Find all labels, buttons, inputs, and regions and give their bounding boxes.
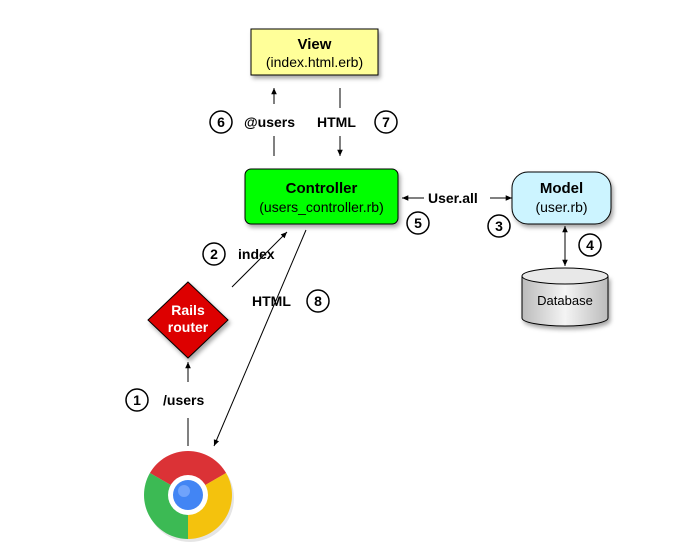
model-title: Model [540,180,583,197]
step-8-number: 8 [314,293,322,309]
step-3-badge: 3 [487,214,511,238]
step-1-number: 1 [133,392,141,408]
view-subtitle: (index.html.erb) [266,54,363,70]
html-response-arrow [213,229,307,447]
step-2-badge: 2 [202,242,226,266]
router-label-line2: router [168,319,209,335]
model-subtitle: (user.rb) [535,199,587,215]
database-cylinder [521,276,609,327]
step-5-number: 5 [414,215,422,231]
user-all-label: User.all [428,190,478,206]
view-box [250,28,379,76]
step-8-badge: 8 [306,289,330,313]
model-node: Model (user.rb) [511,171,612,225]
controller-title: Controller [286,180,358,197]
router-diamond [147,281,229,359]
controller-box [244,168,399,225]
router-node: Rails router [147,281,229,359]
step-4-number: 4 [586,237,594,253]
html-view-label: HTML [317,114,356,130]
step-2-number: 2 [210,246,218,262]
connectors [185,88,568,447]
controller-subtitle: (users_controller.rb) [259,199,384,215]
database-node: Database [521,267,609,327]
database-label: Database [537,293,593,308]
step-5-badge: 5 [406,211,430,235]
database-cylinder-top [521,267,609,285]
step-3-number: 3 [495,218,503,234]
step-6-number: 6 [217,114,225,130]
step-6-badge: 6 [209,110,233,134]
chrome-browser-icon [144,451,234,542]
step-1-badge: 1 [125,388,149,412]
users-request-label: /users [163,392,204,408]
html-response-label: HTML [252,293,291,309]
step-7-number: 7 [382,114,390,130]
step-7-badge: 7 [374,110,398,134]
users-var-label: @users [244,114,295,130]
index-action-label: index [238,246,275,262]
view-title: View [298,36,332,53]
controller-node: Controller (users_controller.rb) [244,168,399,225]
router-label-line1: Rails [171,302,205,318]
index-arrow [231,231,288,288]
model-box [511,171,612,225]
view-node: View (index.html.erb) [250,28,379,76]
step-4-badge: 4 [578,233,602,257]
